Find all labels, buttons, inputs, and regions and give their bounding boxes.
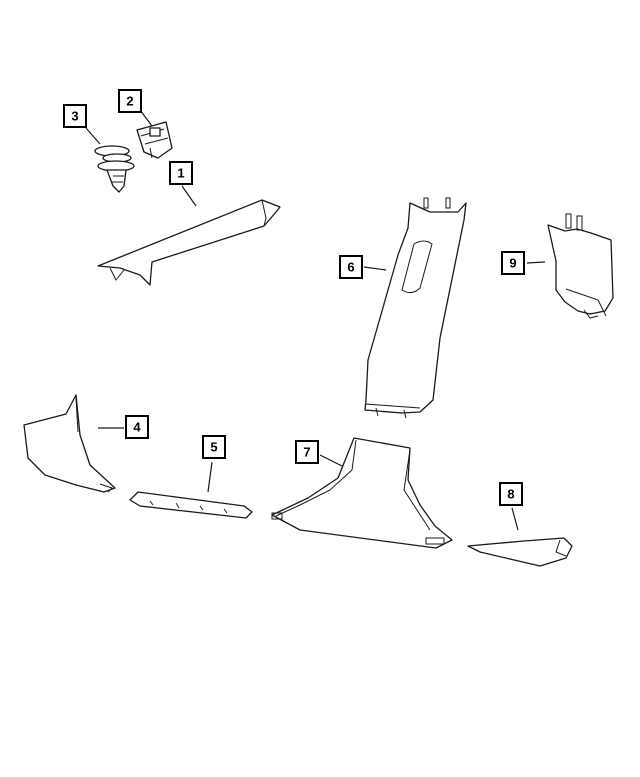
part-4-cowl-side-trim[interactable] [23, 394, 116, 493]
part-5-scuff-plate-front[interactable] [129, 491, 253, 519]
part-6-b-pillar-upper-trim[interactable] [364, 197, 467, 419]
leader-lines [85, 109, 546, 531]
part-7-b-pillar-lower-trim[interactable] [271, 437, 453, 549]
leader-5 [207, 461, 213, 493]
leader-9 [526, 261, 546, 264]
leader-8 [511, 507, 519, 531]
callout-8[interactable]: 8 [499, 482, 523, 506]
callout-2[interactable]: 2 [118, 89, 142, 113]
part-2-clip[interactable] [136, 121, 173, 159]
callout-1-label: 1 [177, 166, 184, 181]
part-1-a-pillar-trim[interactable] [97, 199, 281, 286]
leader-3 [85, 127, 101, 145]
callout-7[interactable]: 7 [295, 440, 319, 464]
callout-1[interactable]: 1 [169, 161, 193, 185]
callout-7-label: 7 [303, 445, 310, 460]
callout-2-label: 2 [126, 94, 133, 109]
callout-6[interactable]: 6 [339, 255, 363, 279]
callout-9-label: 9 [509, 256, 516, 271]
callout-6-label: 6 [347, 260, 354, 275]
callout-5-label: 5 [210, 440, 217, 455]
callout-3[interactable]: 3 [63, 104, 87, 128]
callout-4-label: 4 [133, 420, 141, 435]
callout-5[interactable]: 5 [202, 435, 226, 459]
part-8-scuff-plate-rear[interactable] [467, 537, 573, 567]
callout-8-label: 8 [507, 487, 514, 502]
part-3-push-pin[interactable] [94, 145, 135, 193]
callout-4[interactable]: 4 [125, 415, 149, 439]
leader-1 [181, 185, 197, 207]
leader-7 [319, 454, 343, 467]
callout-9[interactable]: 9 [501, 251, 525, 275]
callout-3-label: 3 [71, 109, 78, 124]
leader-6 [363, 266, 387, 271]
part-9-c-pillar-trim[interactable] [547, 213, 614, 319]
